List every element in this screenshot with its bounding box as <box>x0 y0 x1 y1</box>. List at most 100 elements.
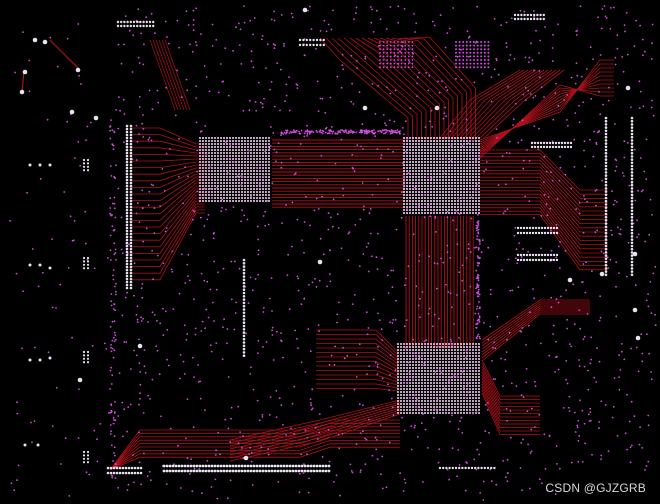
via <box>138 96 141 98</box>
pad-rows <box>19 7 641 475</box>
connector-pad <box>537 258 541 262</box>
bga-ball <box>450 151 454 155</box>
bga-ball <box>208 158 210 160</box>
bga-ball <box>265 179 267 181</box>
bga-ball <box>465 51 468 54</box>
via <box>591 270 593 273</box>
via <box>372 31 375 33</box>
bga-ball <box>217 200 219 202</box>
via <box>51 238 53 241</box>
bga-ball <box>478 346 480 348</box>
via <box>112 308 115 310</box>
connector-pad <box>519 253 523 257</box>
via <box>297 347 299 350</box>
connector-pad <box>306 469 310 473</box>
via <box>136 321 139 323</box>
bga-ball <box>253 152 255 154</box>
bga-ball <box>214 170 216 172</box>
via <box>135 354 138 357</box>
via <box>559 241 561 243</box>
via <box>533 297 535 300</box>
via <box>381 487 384 490</box>
bga-ball <box>268 197 270 199</box>
via <box>278 397 281 400</box>
via <box>204 409 206 411</box>
bga-ball <box>420 151 424 155</box>
bga-ball <box>453 163 457 167</box>
bga-ball <box>427 412 429 414</box>
bga-ball <box>403 388 405 390</box>
bga-ball <box>438 142 442 146</box>
via <box>478 320 481 323</box>
fanout-trace <box>481 305 590 350</box>
connector-pad <box>291 469 295 473</box>
connector-pad <box>242 328 246 331</box>
via <box>404 481 407 484</box>
bga-ball <box>478 397 480 399</box>
via <box>99 423 102 425</box>
bga-ball <box>466 394 468 396</box>
via <box>550 249 553 252</box>
via <box>355 131 357 134</box>
bga-ball <box>471 142 475 146</box>
bga-ball <box>220 182 222 184</box>
bga-ball <box>435 148 439 152</box>
via <box>138 362 141 364</box>
via <box>449 292 452 295</box>
fanout-trace <box>481 309 590 356</box>
connector-pad <box>604 180 608 184</box>
bga-ball <box>462 136 466 140</box>
connector-pad <box>522 253 526 257</box>
bga-ball <box>429 136 433 140</box>
bga-ball <box>229 185 231 187</box>
connector-pad <box>545 145 549 149</box>
bga-ball <box>202 167 204 169</box>
via <box>377 130 379 133</box>
connector-pad <box>490 466 493 470</box>
bga-ball <box>435 202 439 206</box>
bga-ball <box>435 205 439 209</box>
bga-ball <box>403 385 405 387</box>
bga-ball <box>430 343 432 345</box>
via <box>133 349 136 352</box>
via <box>586 313 589 315</box>
bga-ball <box>474 196 478 200</box>
bga-ball <box>397 373 399 375</box>
bga-ball <box>259 197 261 199</box>
test-pad <box>28 163 32 167</box>
via <box>543 181 545 184</box>
via <box>476 221 479 224</box>
bga-ball <box>268 179 270 181</box>
via <box>196 149 199 152</box>
via <box>589 46 592 49</box>
connector-pad <box>630 167 634 171</box>
via <box>413 426 416 429</box>
bga-ball <box>421 355 423 357</box>
connector-pad <box>125 199 129 203</box>
bga-ball <box>426 202 430 206</box>
via <box>257 273 260 276</box>
via <box>239 431 242 433</box>
bga-ball <box>259 149 261 151</box>
via <box>555 445 558 447</box>
via <box>628 420 631 423</box>
via <box>377 84 379 87</box>
via <box>151 108 154 111</box>
via <box>197 364 199 366</box>
via <box>262 346 264 348</box>
bga-ball <box>402 154 406 158</box>
via <box>260 38 263 41</box>
bga-ball <box>448 409 450 411</box>
mounting-pad <box>93 115 99 121</box>
bga-ball <box>477 175 481 179</box>
connector-pad <box>543 226 547 230</box>
bga-ball <box>465 202 469 206</box>
via <box>274 44 276 47</box>
via <box>445 115 448 118</box>
via <box>111 129 114 132</box>
bga-ball <box>475 397 477 399</box>
bga-ball <box>429 154 433 158</box>
bga-ball <box>468 187 472 191</box>
connector-pad <box>530 141 534 145</box>
bga-ball <box>471 202 475 206</box>
